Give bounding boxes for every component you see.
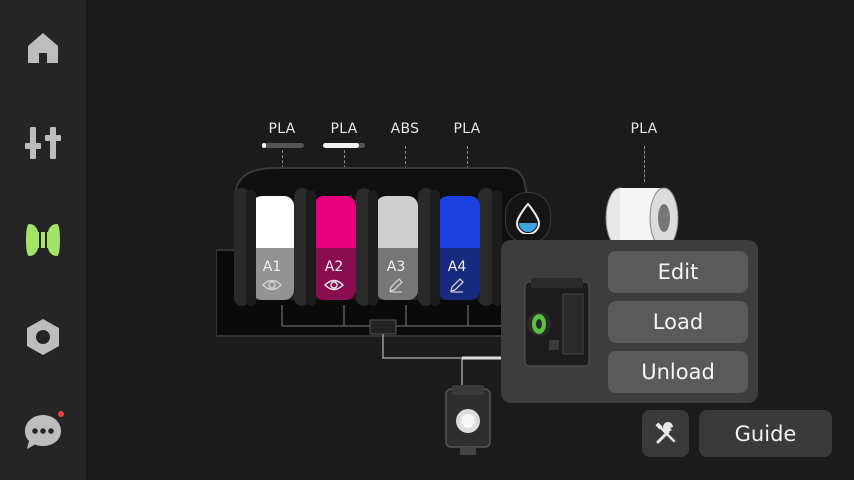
humidity-button[interactable] — [505, 192, 551, 244]
pencil-icon[interactable] — [386, 277, 406, 293]
guide-button[interactable]: Guide — [699, 410, 832, 457]
sidebar-item-messages[interactable] — [0, 397, 86, 467]
slot-a4-material: PLA — [453, 121, 481, 137]
slot-a3-label[interactable]: A3 — [386, 259, 406, 275]
slot-a1-label[interactable]: A1 — [262, 259, 282, 275]
slot-a2-label[interactable]: A2 — [324, 259, 344, 275]
sidebar-item-filament[interactable] — [0, 205, 86, 275]
load-button[interactable]: Load — [608, 301, 748, 343]
slot-a1-remaining-bar — [262, 143, 304, 148]
ams-unit — [216, 167, 527, 455]
filament-panel: PLA PLA ABS PLA PLA — [86, 0, 854, 480]
water-drop-icon — [515, 202, 541, 234]
slot-a3-material: ABS — [390, 121, 420, 137]
pencil-icon[interactable] — [447, 277, 467, 293]
sidebar-item-settings[interactable] — [0, 302, 86, 372]
ams-lite-unit-image — [524, 278, 590, 367]
spool-a1 — [252, 196, 294, 300]
unload-button[interactable]: Unload — [608, 351, 748, 393]
slot-a1-material: PLA — [268, 121, 296, 137]
chat-bubble-icon — [25, 415, 61, 449]
eye-icon[interactable] — [262, 277, 282, 293]
tools-icon — [654, 421, 675, 443]
sidebar-item-controls[interactable] — [0, 108, 86, 178]
tools-button[interactable] — [642, 410, 689, 457]
slot-a2-remaining-bar — [323, 143, 365, 148]
slot-a2-material: PLA — [330, 121, 358, 137]
filament-spool-icon — [26, 224, 60, 256]
eye-icon[interactable] — [324, 277, 344, 293]
notification-badge — [58, 411, 64, 417]
slot-action-popup: Edit Load Unload — [501, 240, 758, 403]
spool-a3 — [376, 196, 418, 300]
external-spool-leader — [644, 146, 645, 182]
sidebar — [0, 0, 86, 480]
external-spool-material: PLA — [630, 121, 658, 137]
sliders-icon — [25, 127, 61, 159]
hex-nut-icon — [27, 319, 59, 355]
external-spool[interactable] — [600, 178, 690, 248]
toolhead — [445, 385, 491, 455]
home-icon — [28, 33, 58, 63]
spool-a4 — [438, 196, 480, 300]
slot-a4-label[interactable]: A4 — [447, 259, 467, 275]
sidebar-item-home[interactable] — [0, 13, 86, 83]
spool-a2 — [314, 196, 356, 300]
edit-button[interactable]: Edit — [608, 251, 748, 293]
